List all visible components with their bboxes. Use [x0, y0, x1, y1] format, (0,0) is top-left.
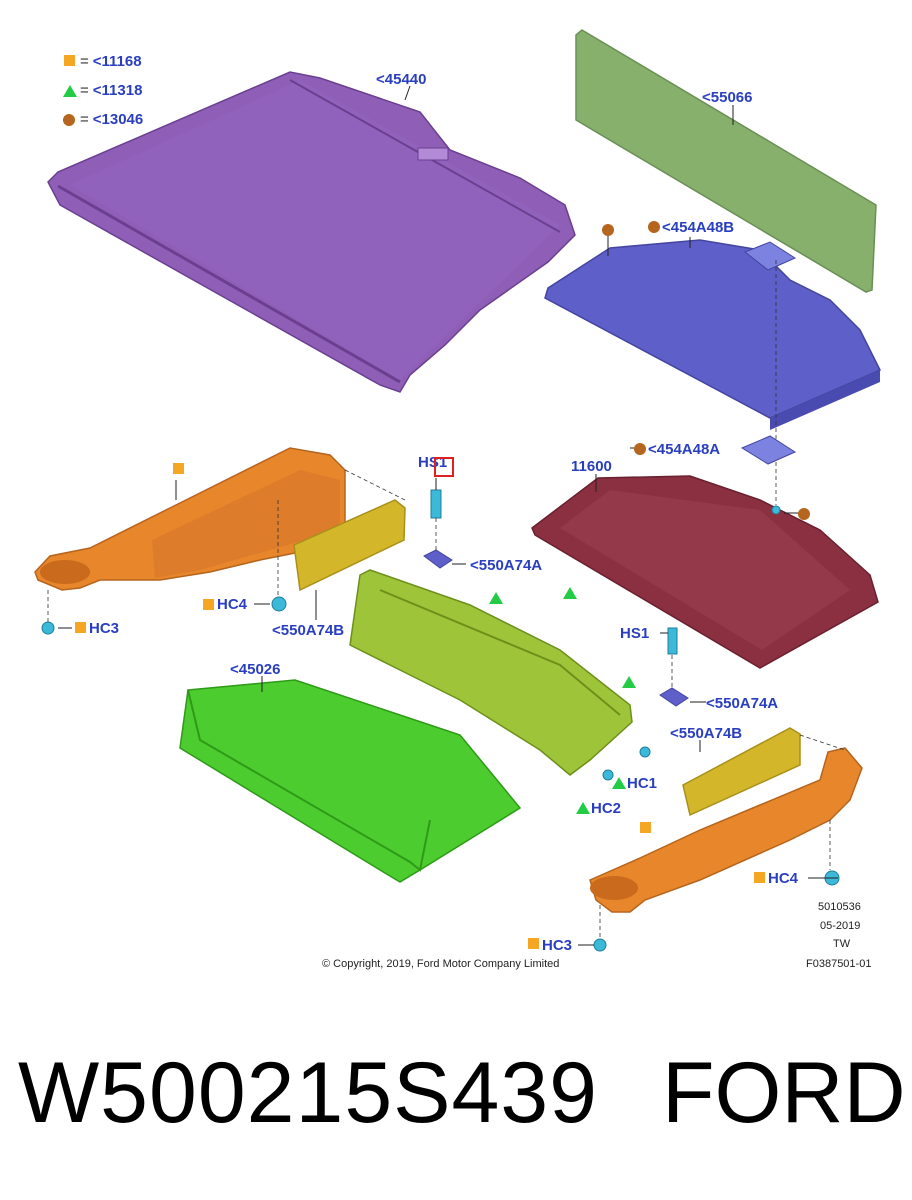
callout-hs1-right: HS1: [620, 625, 650, 642]
highlight-box: [434, 457, 454, 477]
callout-550A74A-right: <550A74A: [706, 695, 779, 712]
legend-item-13046: =<13046: [80, 111, 144, 128]
square-symbol-icon: [640, 822, 651, 833]
left-pad-550A74B: [293, 499, 406, 592]
callout-45440: <45440: [376, 71, 427, 88]
right-side-trim: [589, 747, 863, 913]
callout-hc4-left: HC4: [217, 596, 248, 613]
callout-550A74B-right: <550A74B: [670, 725, 743, 742]
square-symbol-icon: [173, 463, 184, 474]
callout-550A74B-left: <550A74B: [272, 622, 345, 639]
square-symbol-icon: [754, 872, 765, 883]
square-symbol-icon: [75, 622, 86, 633]
callout-55066: <55066: [702, 89, 753, 106]
right-pad-550A74B: [682, 727, 801, 817]
circle-symbol-icon: [648, 221, 660, 233]
privacy-screen-55066: [575, 29, 877, 293]
left-side-trim: [34, 447, 346, 591]
part-number: W500215S439: [18, 1045, 598, 1141]
square-symbol-icon: [528, 938, 539, 949]
callout-hc2: HC2: [591, 800, 622, 817]
triangle-symbol-icon: [612, 777, 626, 789]
floor-panel: [544, 239, 882, 465]
drawing-date: 05-2019: [820, 920, 861, 932]
tray-45026: [179, 679, 522, 883]
copyright-notice: © Copyright, 2019, Ford Motor Company Li…: [322, 958, 560, 970]
parts-diagram: =<11168 =<11318 =<13046 <45440 <55066 <4…: [34, 29, 882, 970]
callout-11600: 11600: [571, 458, 612, 475]
callout-hc3-right: HC3: [542, 937, 573, 954]
triangle-symbol-icon: [63, 85, 77, 97]
callout-hc1: HC1: [627, 775, 658, 792]
brand-name: FORD: [662, 1045, 906, 1141]
circle-symbol-icon: [63, 114, 75, 126]
triangle-symbol-icon: [622, 676, 636, 688]
fasteners: [41, 489, 840, 952]
triangle-symbol-icon: [576, 802, 590, 814]
square-symbol-icon: [203, 599, 214, 610]
scuff-plate: [349, 569, 633, 776]
legend-item-11318: =<11318: [80, 82, 143, 99]
callout-hc3-left: HC3: [89, 620, 120, 637]
callout-550A74A-left: <550A74A: [470, 557, 543, 574]
circle-symbol-icon: [798, 508, 810, 520]
callout-45026: <45026: [230, 661, 281, 678]
figure-number: F0387501-01: [806, 958, 872, 970]
callout-454A48B: <454A48B: [662, 219, 735, 236]
cargo-cover-45440: [47, 71, 576, 393]
drawing-number: 5010536: [818, 901, 861, 913]
triangle-symbol-icon: [489, 592, 503, 604]
square-symbol-icon: [64, 55, 75, 66]
callout-454A48A: <454A48A: [648, 441, 721, 458]
callout-hc4-right: HC4: [768, 870, 799, 887]
circle-symbol-icon: [634, 443, 646, 455]
alignment-lines: [47, 260, 846, 940]
circle-symbol-icon: [602, 224, 614, 236]
exploded-view-drawing: [34, 29, 882, 952]
leader-lines: [58, 85, 838, 946]
cargo-mat-11600: [531, 475, 879, 669]
triangle-symbol-icon: [563, 587, 577, 599]
legend-item-11168: =<11168: [80, 53, 142, 70]
drawing-initials: TW: [833, 938, 851, 950]
